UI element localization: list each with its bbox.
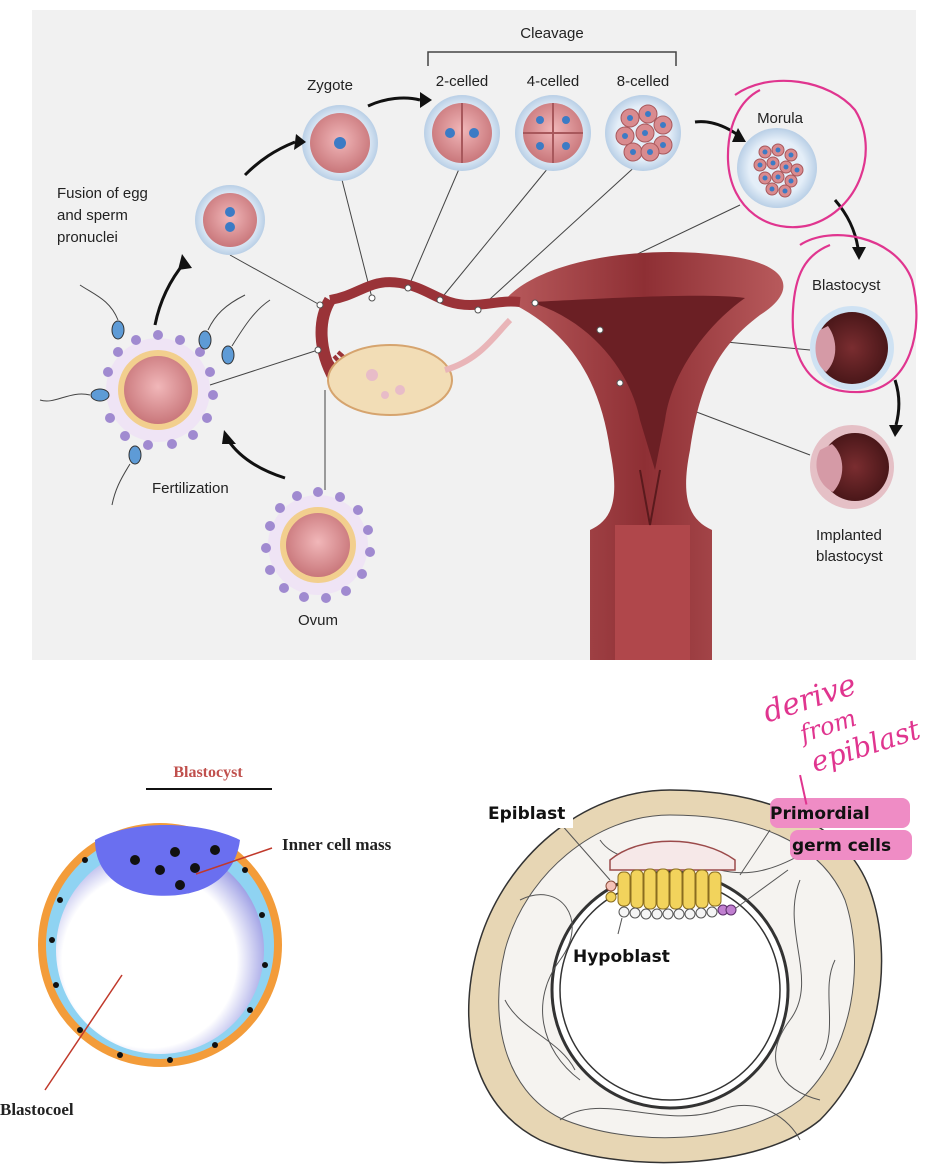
primordial-label-highlight-1 xyxy=(770,798,910,828)
handwritten-highlight-circles xyxy=(726,79,918,394)
two-celled-embryo xyxy=(424,95,500,171)
inner-cell-mass xyxy=(95,825,240,896)
nuclei-dots xyxy=(49,845,268,1063)
epiblast-edge-cell xyxy=(605,880,617,892)
label-inner-cell-mass: Inner cell mass xyxy=(282,835,392,854)
label-fusion-line1: Fusion of egg xyxy=(57,185,148,202)
label-fusion-line2: and sperm xyxy=(57,207,128,224)
label-blastocyst: Blastocyst xyxy=(812,277,881,294)
inner-cell-mass-pointer xyxy=(195,847,273,875)
hypoblast-cells xyxy=(618,906,718,920)
sperm-tails xyxy=(39,284,271,506)
eight-celled-embryo xyxy=(605,95,681,171)
amniotic-cavity xyxy=(609,840,736,871)
arrow-heads xyxy=(178,92,903,444)
label-zygote: Zygote xyxy=(307,77,353,94)
label-epiblast: Epiblast xyxy=(488,804,565,824)
fertilization-egg xyxy=(99,330,218,450)
blastocyst-title: Blastocyst xyxy=(173,764,243,781)
epiblast-columns xyxy=(617,868,722,910)
yolk-sac-ring xyxy=(550,870,790,1110)
label-implanted-line1: Implanted xyxy=(816,527,882,544)
top-labels: Cleavage Zygote 2-celled 4-celled 8-cell… xyxy=(57,25,884,629)
label-hypoblast: Hypoblast xyxy=(573,947,670,967)
bilaminar-pointers xyxy=(559,822,789,935)
zygote-cell xyxy=(302,105,378,181)
epiblast-label-bg xyxy=(483,798,573,828)
label-four-celled: 4-celled xyxy=(527,73,580,90)
label-implanted-line2: blastocyst xyxy=(816,548,884,565)
handwritten-note: derive from epiblast xyxy=(759,667,925,805)
label-blastocoel: Blastocoel xyxy=(0,1100,74,1119)
uterus-illustration xyxy=(314,252,784,660)
label-ovum: Ovum xyxy=(298,612,338,629)
ovum-cell xyxy=(261,487,375,603)
blastocoel-pointer xyxy=(44,974,123,1091)
cleavage-bracket xyxy=(427,51,677,66)
label-fertilization: Fertilization xyxy=(152,480,229,497)
fusion-cell xyxy=(195,185,265,255)
implanted-blastocyst-cell xyxy=(810,425,894,509)
bilaminar-disc-diagram: Epiblast Primordial germ cells Hypoblast xyxy=(467,789,912,1164)
label-eight-celled: 8-celled xyxy=(617,73,670,90)
label-cleavage: Cleavage xyxy=(520,25,583,42)
blastocyst-diagram: Blastocyst Inner cell mass Blastocoel xyxy=(0,764,392,1119)
four-celled-embryo xyxy=(515,95,591,171)
sperm-cells xyxy=(90,320,235,465)
label-fusion-line3: pronuclei xyxy=(57,229,118,246)
epiblast-edge-cell-2 xyxy=(605,891,617,903)
label-two-celled: 2-celled xyxy=(436,73,489,90)
primordial-label-highlight-2 xyxy=(790,830,912,860)
blastocyst-cell-top xyxy=(810,306,894,390)
label-primordial-line2: germ cells xyxy=(792,836,891,856)
primordial-germ-cell-2 xyxy=(725,904,737,916)
note-stroke xyxy=(799,774,808,805)
morula-cell xyxy=(737,128,817,208)
label-morula: Morula xyxy=(757,110,804,127)
label-primordial-line1: Primordial xyxy=(770,804,870,824)
mesh-network-lines xyxy=(504,839,836,1141)
blastocoel-cavity xyxy=(56,846,264,1054)
